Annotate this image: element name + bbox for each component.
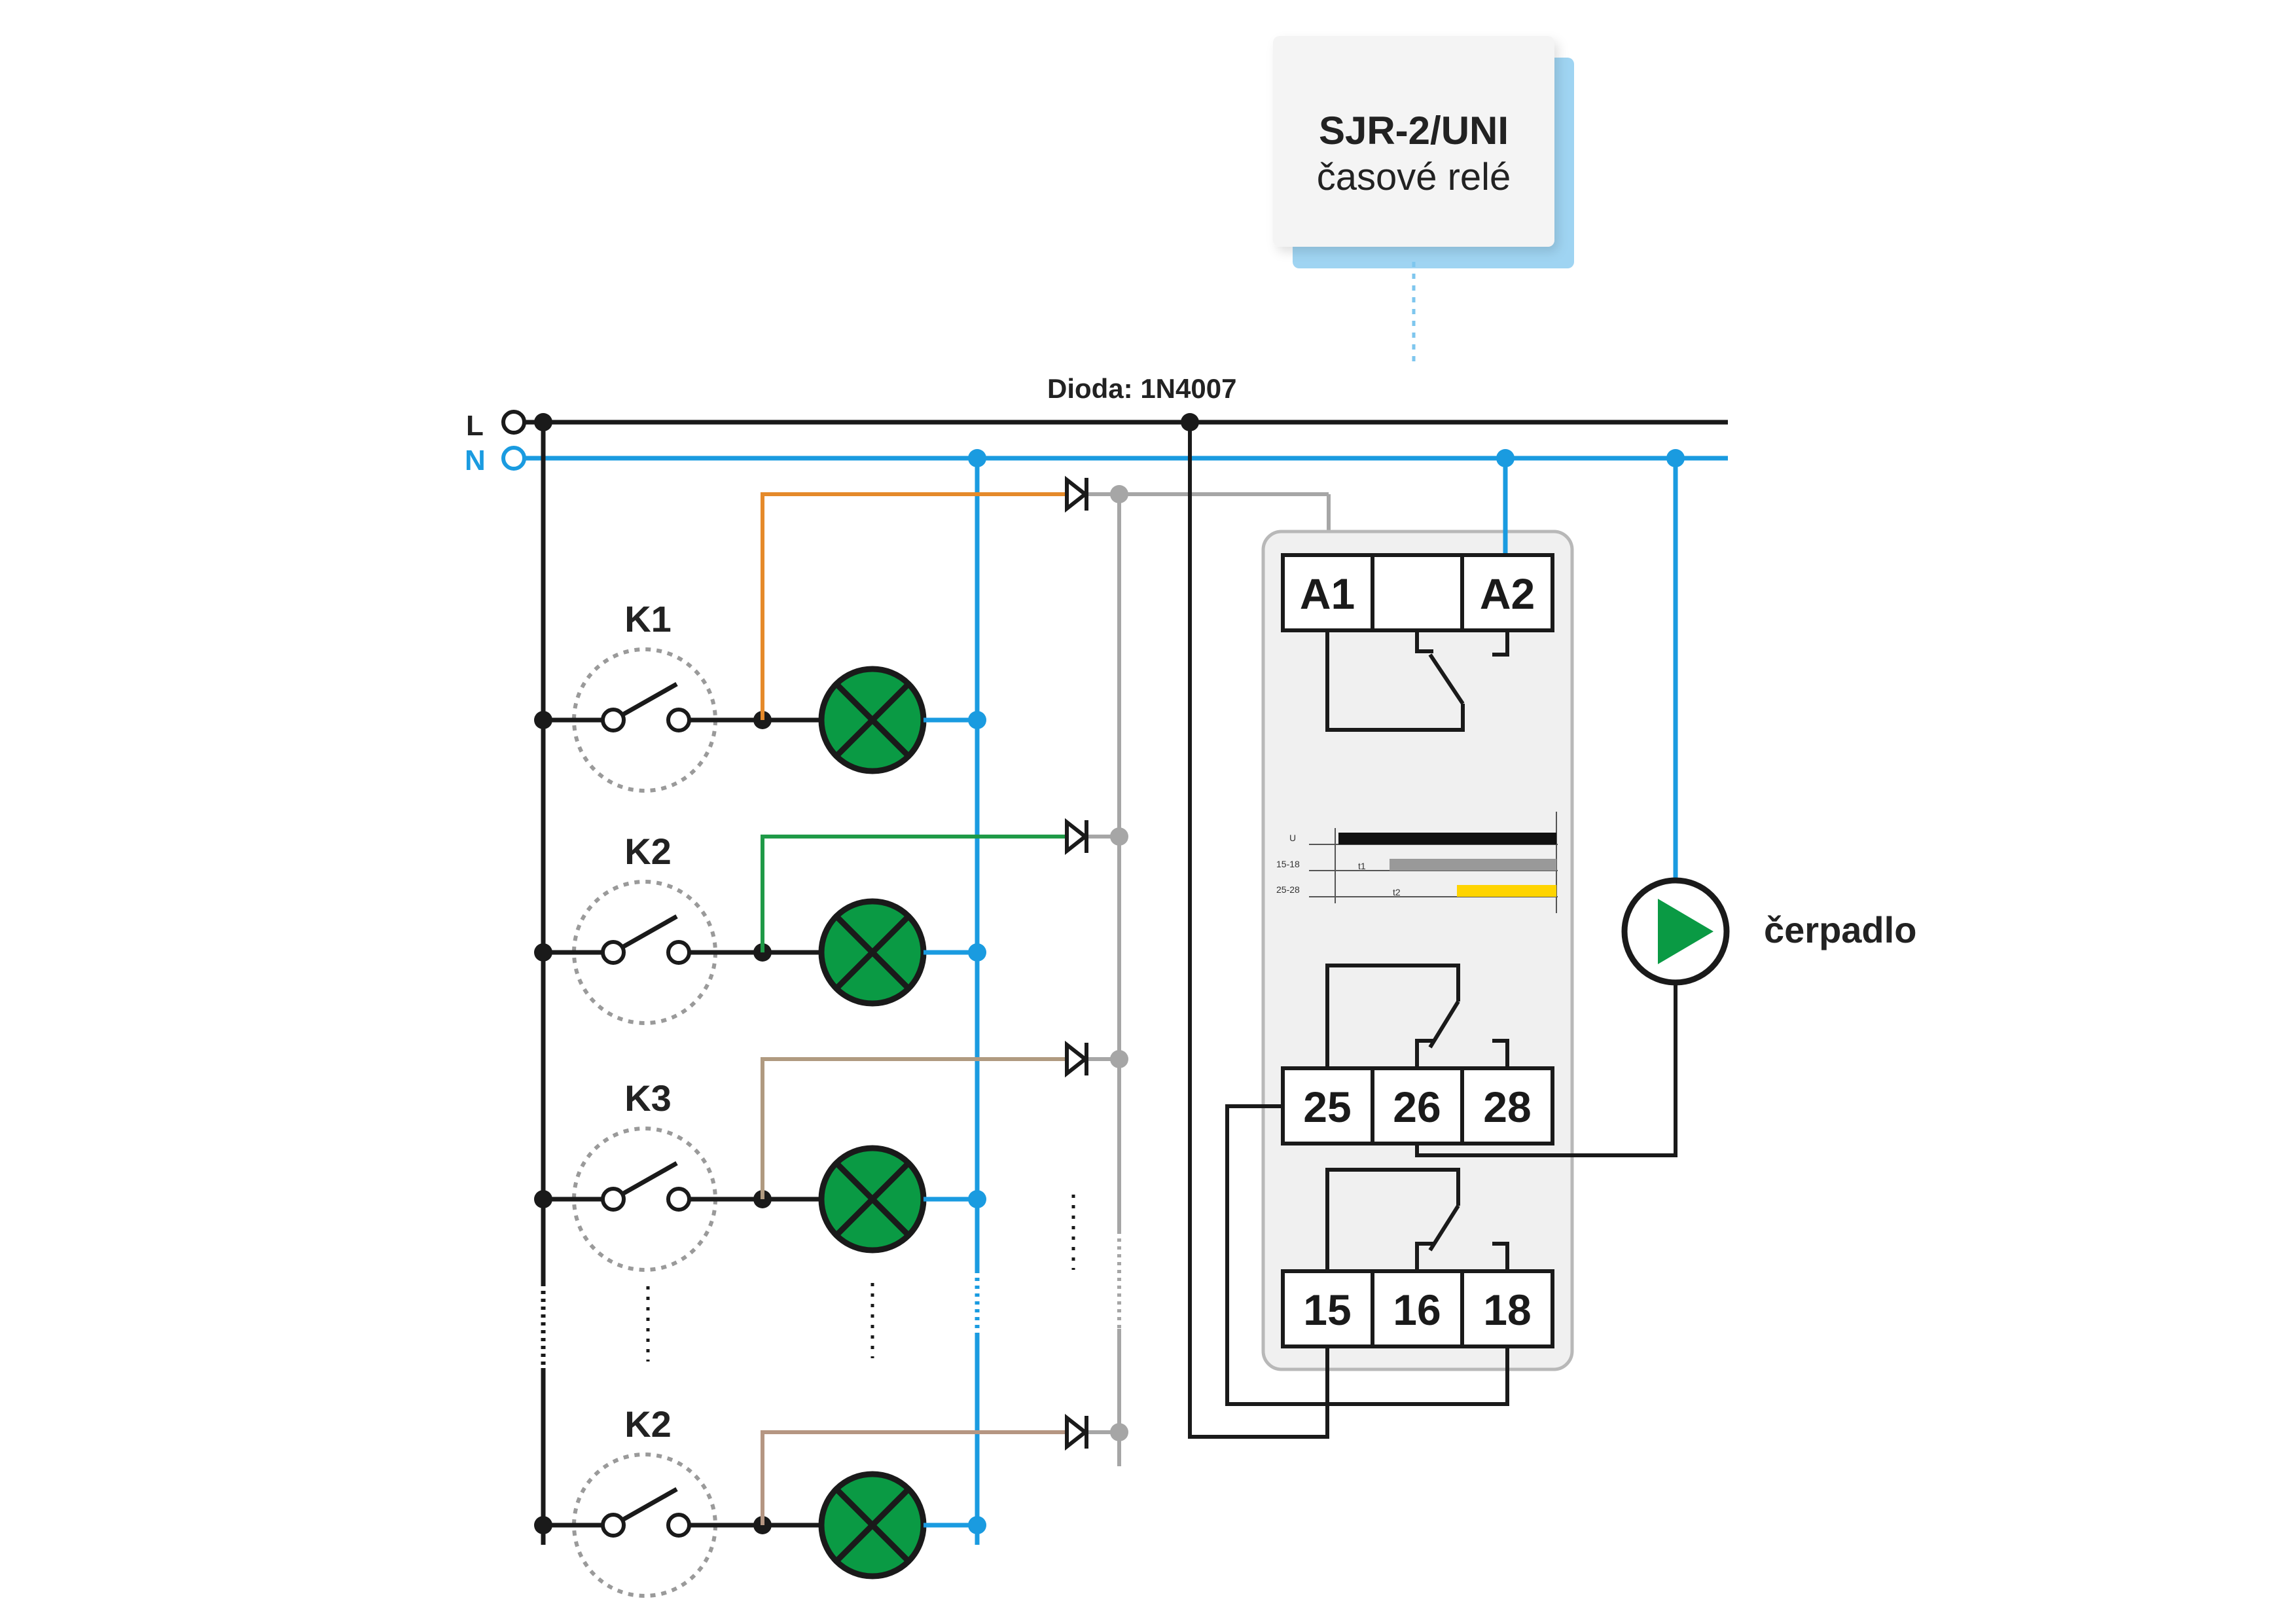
diode-1 bbox=[1065, 475, 1119, 513]
switch-label-3: K3 bbox=[624, 1077, 672, 1119]
terminal-15: 15 bbox=[1303, 1286, 1351, 1334]
lamp-3 bbox=[818, 1145, 927, 1254]
pump: čerpadlo bbox=[1621, 877, 1916, 986]
terminal-a1: A1 bbox=[1300, 569, 1355, 618]
timing-t2: t2 bbox=[1393, 887, 1401, 897]
continuation-dots bbox=[646, 1195, 1075, 1362]
diode-label: Dioda: 1N4007 bbox=[1047, 373, 1236, 404]
relay-module: A1 A2 U 15-18 25-28 t1 t2 bbox=[1261, 458, 1574, 1371]
row-1: K1 bbox=[534, 475, 1119, 793]
terminal-18: 18 bbox=[1483, 1286, 1531, 1334]
terminal-28: 28 bbox=[1483, 1083, 1531, 1131]
diode-3 bbox=[1065, 1040, 1119, 1078]
terminal-n bbox=[501, 446, 526, 471]
row-4: K2 bbox=[534, 1403, 1119, 1598]
diode-bus bbox=[1110, 485, 1331, 1466]
device-callout: SJR-2/UNI časové relé bbox=[1273, 36, 1574, 367]
line-l-label: L bbox=[466, 410, 484, 442]
terminal-l bbox=[501, 410, 526, 435]
relay-wiring bbox=[1188, 422, 1678, 1439]
lamp-4 bbox=[818, 1471, 927, 1579]
diode-4 bbox=[1065, 1413, 1119, 1451]
terminal-a2: A2 bbox=[1480, 569, 1535, 618]
timing-row-u: U bbox=[1289, 833, 1296, 843]
terminal-16: 16 bbox=[1393, 1286, 1441, 1334]
switch-label-1: K1 bbox=[624, 598, 672, 640]
pump-label: čerpadlo bbox=[1764, 909, 1916, 950]
device-model: SJR-2/UNI bbox=[1319, 109, 1509, 153]
terminal-25: 25 bbox=[1303, 1083, 1351, 1131]
row-2: K2 bbox=[534, 818, 1119, 1025]
lamp-1 bbox=[818, 666, 927, 774]
supply-lines: L N Dioda: 1N4007 bbox=[465, 373, 1728, 477]
switch-label-2: K2 bbox=[624, 831, 672, 872]
line-n-label: N bbox=[465, 444, 486, 477]
timing-row-15-18: 15-18 bbox=[1276, 859, 1300, 869]
diode-2 bbox=[1065, 818, 1119, 856]
terminal-26: 26 bbox=[1393, 1083, 1441, 1131]
switch-label-4: K2 bbox=[624, 1403, 672, 1445]
row-3: K3 bbox=[534, 1040, 1119, 1272]
timing-chart: U 15-18 25-28 t1 t2 bbox=[1276, 812, 1558, 913]
device-description: časové relé bbox=[1317, 156, 1511, 198]
timing-row-25-28: 25-28 bbox=[1276, 884, 1300, 895]
lamp-2 bbox=[818, 898, 927, 1007]
timing-t1: t1 bbox=[1358, 861, 1366, 871]
